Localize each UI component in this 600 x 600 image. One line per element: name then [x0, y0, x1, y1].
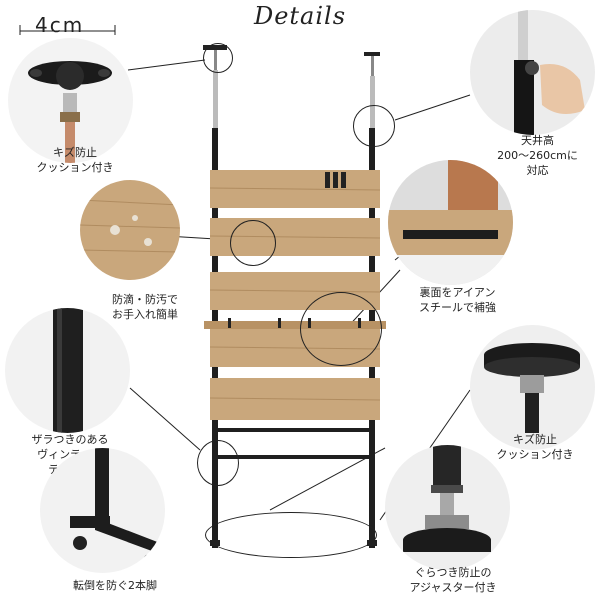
highlight-ring-wood: [230, 220, 276, 266]
shelf-ledge: [204, 321, 386, 329]
wood-texture-illustration: [80, 199, 180, 253]
highlight-ring-base: [205, 512, 377, 558]
dimension-marker: [19, 25, 116, 35]
detail-circle-top-cap: [8, 38, 133, 163]
bottom-cushion-illustration: [484, 343, 580, 433]
detail-circle-vintage: [5, 308, 130, 433]
caption-bottom-right: ぐらつき防止の アジャスター付き: [409, 566, 497, 594]
highlight-ring-ceiling: [353, 105, 395, 147]
dimension-label: 4cm: [35, 13, 85, 37]
two-legs-illustration: [70, 448, 160, 568]
caption-top-right: 天井高 200～260cmに 対応: [497, 134, 578, 177]
highlight-ring-top-cap: [203, 43, 233, 73]
detail-circle-water-resistant: [80, 180, 180, 280]
caption-mid-right: 裏面をアイアン スチールで補強: [419, 286, 496, 314]
detail-circle-ceiling-adjust: [470, 10, 595, 135]
caption-low-right: キズ防止 クッション付き: [496, 433, 574, 461]
ceiling-adjust-illustration: [514, 10, 585, 135]
page-title: Details: [253, 2, 347, 30]
detail-circle-bottom-cushion: [470, 325, 595, 450]
detail-circle-two-legs: [40, 448, 165, 573]
caption-top-left: キズ防止 クッション付き: [36, 146, 114, 174]
top-cap-illustration: [28, 61, 112, 163]
caption-bottom-left: 転倒を防ぐ2本脚: [73, 579, 157, 592]
vintage-pole-illustration: [53, 308, 83, 433]
caption-mid-left: 防滴・防汚で お手入れ簡単: [112, 293, 178, 321]
detail-circle-adjuster: [385, 445, 510, 570]
highlight-ring-back: [300, 292, 382, 366]
water-droplet-icon: [110, 225, 120, 235]
highlight-ring-frame: [197, 440, 239, 486]
adjuster-illustration: [403, 445, 491, 552]
